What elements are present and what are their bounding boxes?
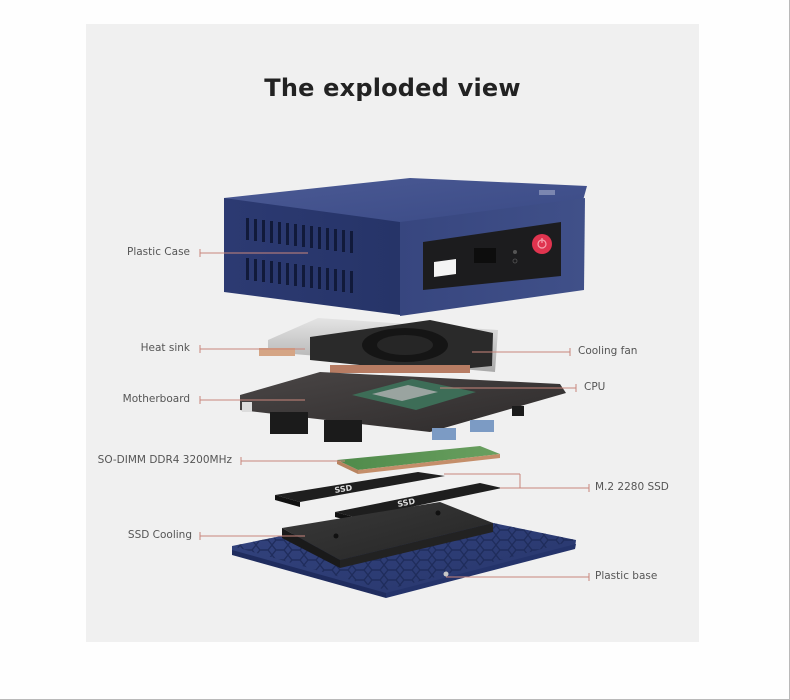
label-plastic-case: Plastic Case [127, 246, 190, 258]
callout-lines [199, 249, 590, 581]
label-plastic-base: Plastic base [595, 570, 658, 582]
usb-a-port-icon [434, 259, 456, 277]
plastic-case-illustration [224, 178, 587, 316]
power-button-icon [532, 234, 552, 254]
label-motherboard: Motherboard [122, 393, 190, 405]
label-heat-sink: Heat sink [140, 342, 190, 354]
label-cooling-fan: Cooling fan [578, 345, 638, 357]
label-m2-ssd: M.2 2280 SSD [595, 481, 669, 493]
usb-c-port-icon [474, 248, 496, 263]
label-so-dimm: SO-DIMM DDR4 3200MHz [97, 454, 232, 466]
motherboard-illustration [240, 372, 566, 442]
ssd-sticker-text-2: SSD [397, 497, 417, 509]
label-ssd-cooling: SSD Cooling [127, 529, 192, 541]
heat-sink-fan-illustration [259, 318, 498, 373]
plastic-base-illustration [232, 502, 576, 598]
ssd-cooling-illustration [282, 502, 493, 560]
page-title: The exploded view [264, 74, 521, 102]
label-cpu: CPU [584, 381, 606, 393]
ssd-sticker-text: SSD [334, 483, 353, 495]
ram-module-illustration [337, 446, 500, 474]
